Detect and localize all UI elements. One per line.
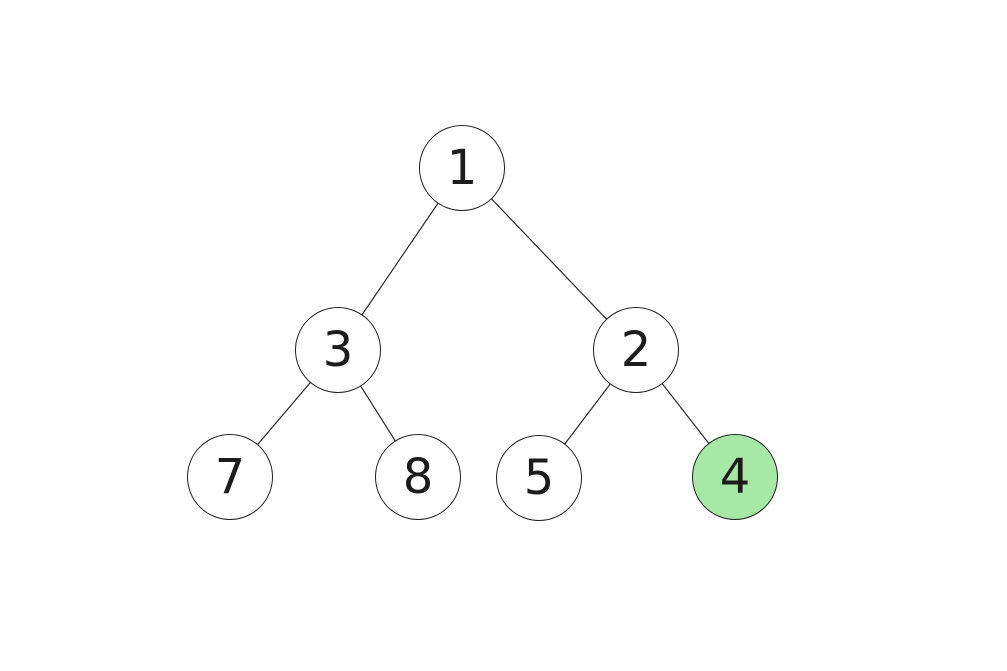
tree-node-label: 4 bbox=[719, 449, 751, 505]
tree-node-label: 2 bbox=[620, 322, 652, 378]
tree-node-4: 4 bbox=[692, 434, 778, 520]
tree-node-label: 8 bbox=[402, 449, 434, 505]
tree-node-label: 1 bbox=[446, 140, 478, 196]
tree-node-1: 1 bbox=[419, 125, 505, 211]
tree-node-label: 7 bbox=[214, 449, 246, 505]
tree-node-8: 8 bbox=[375, 434, 461, 520]
tree-node-5: 5 bbox=[496, 435, 582, 521]
tree-node-2: 2 bbox=[593, 307, 679, 393]
tree-node-label: 3 bbox=[322, 322, 354, 378]
tree-node-label: 5 bbox=[523, 450, 555, 506]
tree-node-3: 3 bbox=[295, 307, 381, 393]
tree-node-7: 7 bbox=[187, 434, 273, 520]
